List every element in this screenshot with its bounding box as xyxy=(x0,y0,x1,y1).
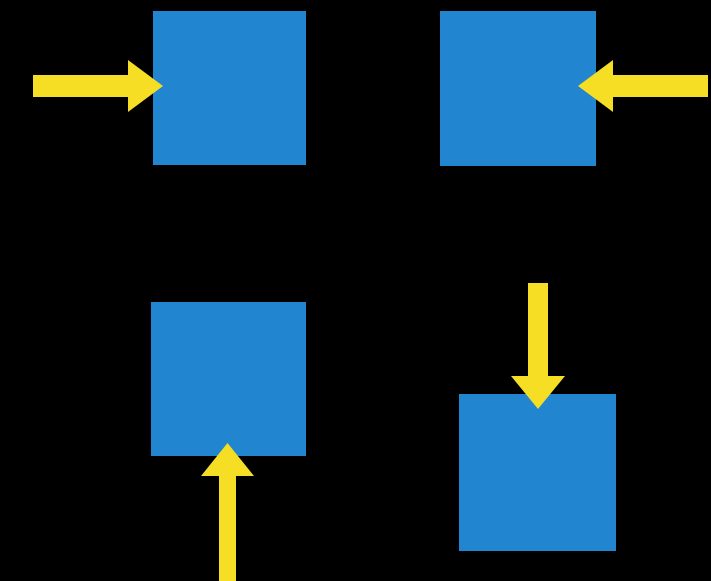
node-box-3[interactable] xyxy=(151,302,306,456)
arrow-left-icon xyxy=(578,60,708,112)
node-box-4[interactable] xyxy=(459,394,616,551)
node-box-2[interactable] xyxy=(440,11,596,166)
node-box-1[interactable] xyxy=(153,11,306,165)
arrow-down-shape xyxy=(511,283,565,409)
arrow-up-icon xyxy=(201,443,254,581)
arrow-up-shape xyxy=(201,443,254,581)
arrow-down-icon xyxy=(511,283,565,409)
arrow-right-icon xyxy=(33,60,163,112)
arrow-right-shape xyxy=(33,60,163,112)
arrow-left-shape xyxy=(578,60,708,112)
